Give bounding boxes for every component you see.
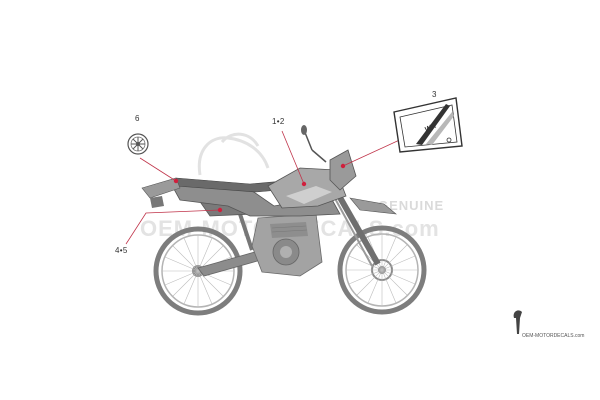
callout-parts-1-2: 1•2 xyxy=(272,117,285,126)
footer-site-label: OEM-MOTORDECALS.com xyxy=(522,333,585,339)
decal-part-3 xyxy=(393,97,463,153)
footer-logo-icon xyxy=(513,310,522,334)
fuel-tank-shroud xyxy=(267,167,347,209)
front-wheel xyxy=(337,225,427,315)
leader-lines xyxy=(125,130,407,245)
rear-fender xyxy=(141,177,181,199)
callout-part-3: 3 xyxy=(432,90,437,99)
callout-part-6: 6 xyxy=(135,114,140,123)
front-fender xyxy=(349,197,397,215)
engine xyxy=(251,213,323,277)
rear-shock xyxy=(238,213,254,251)
mirror xyxy=(301,125,307,135)
badge-part-6-icon xyxy=(127,133,149,155)
handlebar xyxy=(303,129,327,163)
decal-part-3-text: WR xyxy=(424,123,438,134)
headlight-cowl xyxy=(329,149,357,191)
tail-light xyxy=(150,196,164,208)
rear-wheel xyxy=(153,226,243,316)
callout-parts-4-5: 4•5 xyxy=(115,246,128,255)
watermark-genuine: GENUINE xyxy=(378,198,445,213)
target-dots xyxy=(173,163,346,213)
shroud-graphic xyxy=(286,186,332,204)
